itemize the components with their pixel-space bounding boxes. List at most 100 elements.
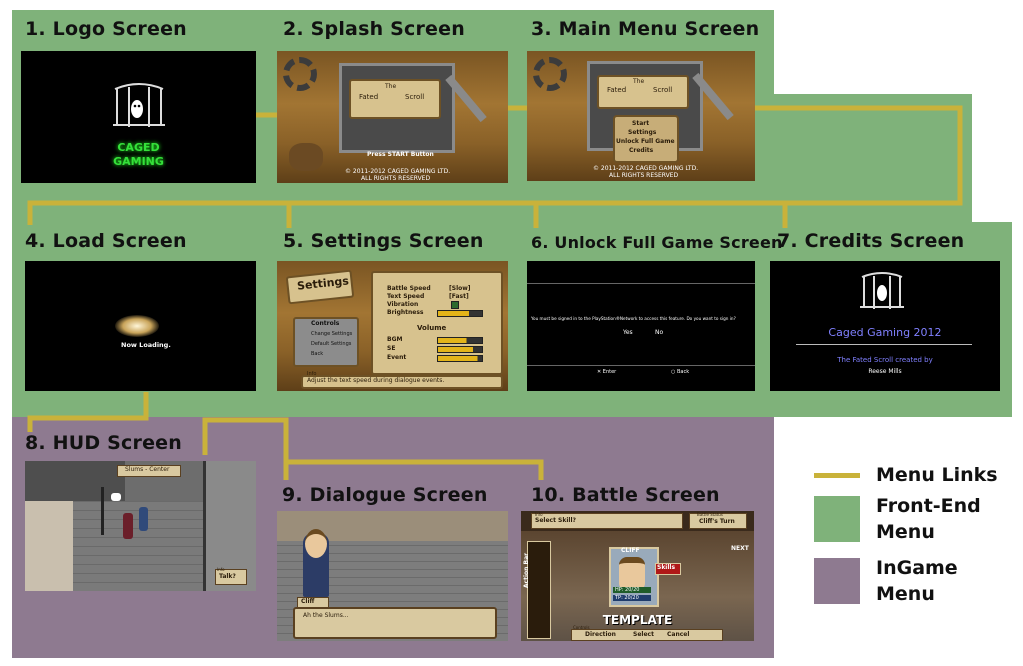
location-banner <box>117 465 181 477</box>
control-default-settings: Default Settings <box>311 341 352 347</box>
control-change-settings: Change Settings <box>311 331 353 337</box>
event-slider[interactable] <box>437 355 483 362</box>
screen-title-battle: 10. Battle Screen <box>531 484 720 506</box>
menu-item-unlock[interactable]: Unlock Full Game <box>616 138 675 145</box>
control-direction: Direction <box>585 631 616 638</box>
screen-title-load: 4. Load Screen <box>25 230 187 252</box>
splash-copyright-2: ALL RIGHTS RESERVED <box>361 175 431 182</box>
unlock-divider-bottom <box>527 365 755 366</box>
scroll-scroll: Scroll <box>653 86 673 94</box>
char-portrait <box>619 557 645 591</box>
setting-value-text-speed[interactable]: [Fast] <box>449 293 469 300</box>
splash-screen: The Fated Scroll Press START Button © 20… <box>277 51 508 183</box>
scroll-scroll: Scroll <box>405 93 425 101</box>
battle-controls-label: Controls <box>573 625 590 630</box>
battle-screen: Info Select Skill? Battle Status Cliff's… <box>521 511 754 641</box>
controls-heading: Controls <box>311 320 340 327</box>
legend-menu-links: Menu Links <box>876 464 998 486</box>
screen-title-splash: 2. Splash Screen <box>283 18 465 40</box>
street <box>73 501 203 591</box>
gear-icon <box>533 57 567 91</box>
logo-text-line1: CAGED <box>117 141 160 154</box>
battle-status-box <box>689 513 747 529</box>
legend-ingame-line1: InGame <box>876 557 958 579</box>
scroll-fated: Fated <box>359 93 379 101</box>
hud-screen: Slums - Center Info Talk? <box>25 461 256 591</box>
loading-book-icon <box>115 315 159 337</box>
action-bar <box>527 541 551 639</box>
volume-heading: Volume <box>417 324 447 332</box>
control-back: Back <box>311 351 324 357</box>
dialogue-box <box>293 607 497 639</box>
bag-icon <box>289 143 323 171</box>
menu-copyright-1: © 2011-2012 CAGED GAMING LTD. <box>593 165 699 172</box>
link-menu-settings <box>27 105 963 225</box>
screen-title-credits: 7. Credits Screen <box>777 230 965 252</box>
skills-button[interactable] <box>655 563 681 575</box>
skills-label: Skills <box>657 564 676 571</box>
title-scroll <box>349 79 441 119</box>
link-load-hud <box>27 392 149 432</box>
menu-copyright-2: ALL RIGHTS RESERVED <box>609 172 679 179</box>
loading-text: Now Loading. <box>121 341 171 349</box>
player-sprite <box>139 507 148 531</box>
credits-screen: Caged Gaming 2012 The Fated Scroll creat… <box>770 261 1000 391</box>
unlock-screen: You must be signed in to the PlayStation… <box>527 261 755 391</box>
control-cancel: Cancel <box>667 631 690 638</box>
cliff-head <box>305 529 327 558</box>
battle-status-label: Battle Status <box>697 512 723 517</box>
legend-front-end-line2: Menu <box>876 521 935 543</box>
info-box <box>215 569 247 585</box>
unlock-divider-top <box>527 283 755 284</box>
control-select: Select <box>633 631 654 638</box>
legend-front-end-line1: Front-End <box>876 495 981 517</box>
unlock-yes-button[interactable]: Yes <box>623 329 633 336</box>
hp-bar <box>613 587 651 593</box>
legend-front-end-swatch <box>814 496 860 542</box>
scroll-the: The <box>385 83 397 90</box>
volume-label-bgm: BGM <box>387 336 403 343</box>
unlock-no-button[interactable]: No <box>655 329 664 336</box>
legend-links-swatch <box>814 473 860 478</box>
unlock-message: You must be signed in to the PlayStation… <box>531 316 736 321</box>
controls-panel <box>293 317 359 367</box>
scroll-fated: Fated <box>607 86 627 94</box>
screen-title-settings: 5. Settings Screen <box>283 230 484 252</box>
screen-title-dialogue: 9. Dialogue Screen <box>282 484 488 506</box>
credits-name: Reese Mills <box>868 368 902 375</box>
setting-value-battle-speed[interactable]: [Slow] <box>449 285 471 292</box>
lamp-post <box>101 487 104 535</box>
controls-bar <box>571 629 723 641</box>
menu-box <box>613 115 679 163</box>
menu-item-credits[interactable]: Credits <box>629 147 654 154</box>
hud-info-label: Info <box>217 567 225 572</box>
info-label: Info <box>307 371 317 377</box>
menu-item-settings[interactable]: Settings <box>628 129 657 136</box>
volume-label-se: SE <box>387 345 396 352</box>
info-text: Adjust the text speed during dialogue ev… <box>307 377 445 384</box>
title-scroll <box>597 75 689 109</box>
se-slider[interactable] <box>437 346 483 353</box>
cage-logo-icon <box>860 272 904 309</box>
brightness-slider[interactable] <box>437 310 483 317</box>
logo-screen: CAGED GAMING <box>21 51 256 183</box>
scroll-the: The <box>633 78 645 85</box>
bgm-slider[interactable] <box>437 337 483 344</box>
dialogue-text: Ah the Slums... <box>303 612 349 619</box>
vibration-toggle[interactable] <box>451 301 459 309</box>
hud-talk-prompt[interactable]: Talk? <box>219 573 236 580</box>
setting-label-brightness: Brightness <box>387 309 424 316</box>
action-bar-label: Action Bar <box>523 552 531 589</box>
location-text: Slums - Center <box>125 466 170 473</box>
gear-icon <box>283 57 317 91</box>
char-hp: HP: 20/20 <box>615 587 640 593</box>
press-start-text: Press START Button <box>367 151 434 158</box>
link-hud-dialogue-battle <box>202 417 544 480</box>
legend-ingame-line2: Menu <box>876 583 935 605</box>
setting-label-battle-speed: Battle Speed <box>387 285 431 292</box>
menu-item-start[interactable]: Start <box>632 120 650 127</box>
battle-info-label: Info <box>535 512 543 517</box>
unlock-back-hint: ○ Back <box>671 369 690 375</box>
dialogue-speaker: Cliff <box>301 598 315 605</box>
settings-screen: Settings Battle Speed [Slow] Text Speed … <box>277 261 508 391</box>
